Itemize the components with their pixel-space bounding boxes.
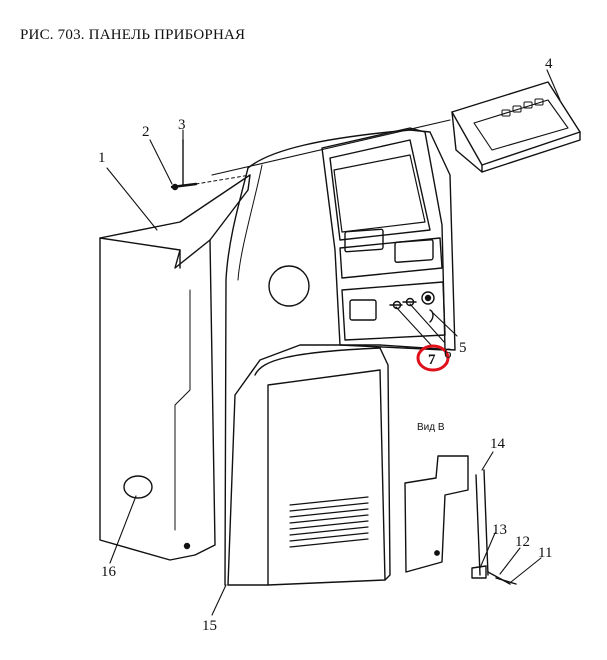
callout-4: 4 — [545, 56, 553, 72]
panel-round-port — [268, 265, 310, 307]
fastener-parts — [170, 139, 251, 191]
callout-14: 14 — [490, 436, 506, 452]
side-cover-part — [99, 174, 251, 561]
callout-1: 1 — [98, 150, 106, 166]
leader-lines — [106, 69, 561, 616]
gauge-window-left — [344, 228, 384, 253]
switch-assembly — [389, 291, 435, 323]
callout-13: 13 — [492, 522, 507, 538]
gauge-window-right — [394, 239, 434, 263]
callout-15: 15 — [202, 618, 217, 634]
instrument-cluster — [321, 127, 446, 351]
figure-title: РИС. 703. ПАНЕЛЬ ПРИБОРНАЯ — [20, 27, 246, 43]
callout-6: 6 — [444, 346, 452, 362]
key-switch — [421, 291, 435, 305]
view-b-detail — [404, 455, 517, 585]
callout-3: 3 — [178, 117, 186, 133]
gauge-module-indicators — [501, 98, 544, 117]
callout-7: 7 — [428, 352, 436, 368]
callout-labels: 1 2 3 4 5 6 7 11 12 13 14 15 16 Вид В — [98, 56, 553, 634]
callout-16: 16 — [101, 564, 117, 580]
callout-5: 5 — [459, 340, 467, 356]
indicator-slot — [349, 299, 377, 321]
view-b-label: Вид В — [417, 422, 445, 433]
gauge-module-part — [451, 81, 581, 173]
callout-11: 11 — [538, 545, 552, 561]
vent-grille — [289, 496, 369, 548]
callout-7-highlight-ring — [416, 344, 450, 372]
panel-body-part — [224, 129, 456, 586]
callout-12: 12 — [515, 534, 530, 550]
callout-2: 2 — [142, 124, 150, 140]
side-cover-hole — [123, 475, 153, 499]
